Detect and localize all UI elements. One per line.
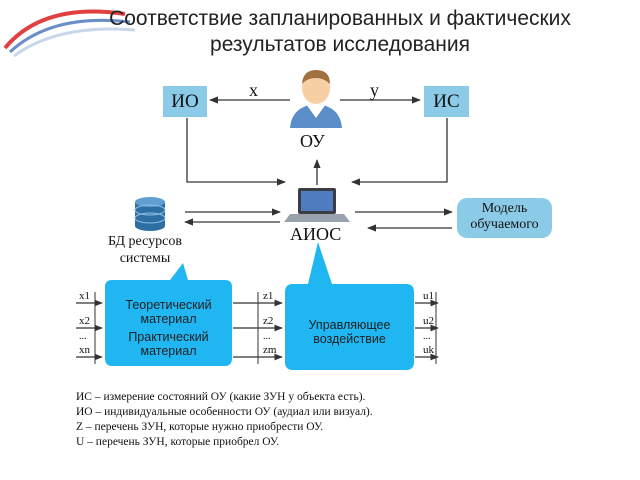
mid-label: z1 xyxy=(263,290,274,302)
legend-line: U – перечень ЗУН, которые приобрел ОУ. xyxy=(76,436,280,448)
input-label: x2 xyxy=(79,315,90,327)
model-box: Модель обучаемого xyxy=(457,198,552,238)
output-label: u1 xyxy=(423,290,434,302)
bubble-left-text: Теоретический материал Практический мате… xyxy=(105,298,232,358)
laptop-icon xyxy=(284,188,350,222)
io-box: ИО xyxy=(163,86,207,117)
practice-label-2: материал xyxy=(140,344,197,358)
person-icon xyxy=(290,70,342,128)
legend: ИС – измерение состояний ОУ (какие ЗУН у… xyxy=(76,390,373,450)
page-title: Соответствие запланированных и фактическ… xyxy=(70,6,610,58)
ou-label: ОУ xyxy=(300,131,325,151)
theory-label-1: Теоретический xyxy=(125,298,212,312)
database-icon xyxy=(134,197,166,231)
control-label-2: воздействие xyxy=(313,332,386,346)
output-ellipsis: ... xyxy=(423,331,431,342)
theory-label-2: материал xyxy=(140,312,197,326)
model-label-2: обучаемого xyxy=(470,217,539,232)
mid-label: zm xyxy=(263,344,277,356)
input-ellipsis: ... xyxy=(79,331,87,342)
output-label: u2 xyxy=(423,315,434,327)
bubble-right-text: Управляющее воздействие xyxy=(285,318,414,346)
db-label: БД ресурсов системы xyxy=(108,233,182,267)
practice-label-1: Практический xyxy=(128,330,209,344)
is-box: ИС xyxy=(424,86,469,117)
edge-x-label: x xyxy=(249,80,258,100)
input-label: x1 xyxy=(79,290,90,302)
mid-ellipsis: ... xyxy=(263,331,271,342)
model-label-1: Модель xyxy=(481,201,528,216)
io-label: ИО xyxy=(171,90,199,112)
decorative-swoosh xyxy=(3,9,136,58)
title-line-1: Соответствие запланированных и фактическ… xyxy=(109,7,571,30)
arrow-io-to-aios xyxy=(186,118,286,186)
bubble-right xyxy=(285,242,414,370)
bubble-left xyxy=(105,263,232,366)
edge-y-label: y xyxy=(370,80,379,100)
mid-label: z2 xyxy=(263,315,274,327)
db-label-1: БД ресурсов xyxy=(108,234,182,249)
legend-line: ИС – измерение состояний ОУ (какие ЗУН у… xyxy=(76,391,366,403)
is-label: ИС xyxy=(433,90,460,112)
legend-line: Z – перечень ЗУН, которые нужно приобрес… xyxy=(76,421,324,433)
db-label-2: системы xyxy=(119,251,171,266)
input-label: xn xyxy=(79,344,90,356)
arrow-is-to-aios xyxy=(351,118,448,186)
title-line-2: результатов исследования xyxy=(210,33,470,56)
legend-line: ИО – индивидуальные особенности ОУ (ауди… xyxy=(76,406,373,418)
output-label: uk xyxy=(423,344,434,356)
control-label-1: Управляющее xyxy=(308,318,391,332)
aios-label: АИОС xyxy=(290,224,342,244)
